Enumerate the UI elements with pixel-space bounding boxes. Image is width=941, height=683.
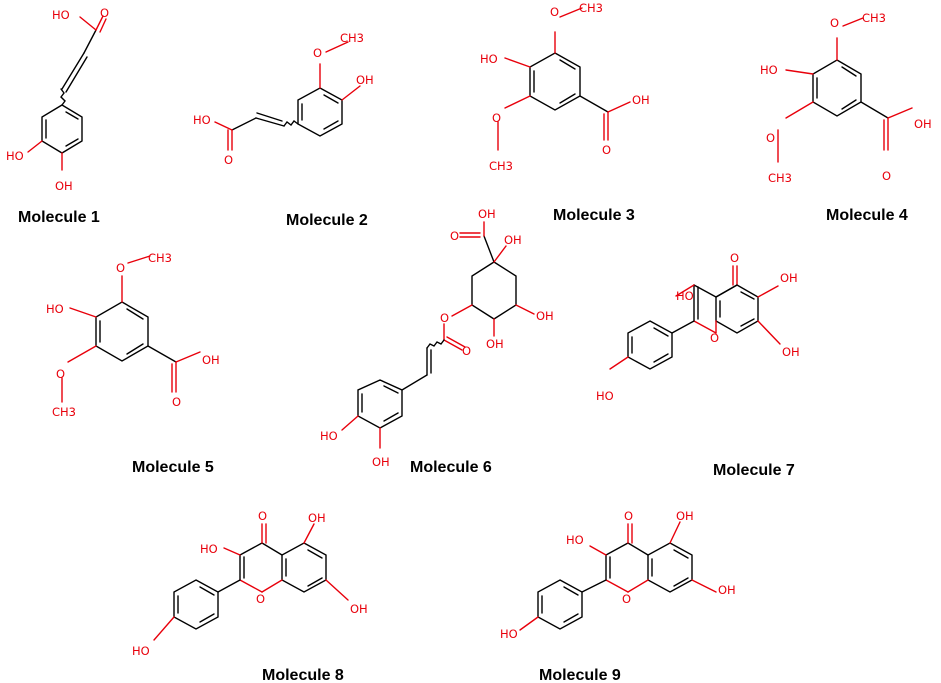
atom-label-o: O [710,331,719,345]
atom-label-ch3: CH3 [148,251,172,265]
atom-label-oh: OH [372,455,390,469]
atom-label-oh: OH [486,337,504,351]
atom-label-o: O [602,143,611,157]
atom-label-o: O [766,131,775,145]
atom-label-o: O [830,16,839,30]
atom-label-oh: OH [780,271,798,285]
atom-label-ch3: CH3 [579,1,603,15]
atom-label-ch3: CH3 [340,31,364,45]
molecule-5-structure: O CH3 HO O CH3 OH O [46,251,220,419]
atom-label-oh: OH [676,509,694,523]
atom-label-ho: HO [596,389,614,403]
molecule-6-caption: Molecule 6 [410,459,492,476]
atom-label-ho: HO [760,63,778,77]
molecule-4-structure: O CH3 HO O CH3 OH O [760,11,932,185]
molecule-2-structure: O CH3 OH HO O [193,31,374,167]
atom-label-o: O [492,111,501,125]
molecule-3-caption: Molecule 3 [553,207,635,224]
atom-label-ho: HO [566,533,584,547]
atom-label-oh: OH [536,309,554,323]
atom-label-o: O [224,153,233,167]
atom-label-ch3: CH3 [489,159,513,173]
molecule-7-caption: Molecule 7 [713,462,795,479]
atom-label-ho: HO [480,52,498,66]
atom-label-oh: OH [308,511,326,525]
atom-label-ho: HO [193,113,211,127]
atom-label-o: O [624,509,633,523]
atom-label-ho: HO [6,149,24,163]
atom-label-oh: OH [632,93,650,107]
atom-label-o: O [550,5,559,19]
atom-label-oh: OH [55,179,73,193]
atom-label-o: O [116,261,125,275]
atom-label-ch3: CH3 [768,171,792,185]
molecule-6-structure: OH O OH OH OH O O HO OH [320,207,554,469]
molecule-5-caption: Molecule 5 [132,459,214,476]
molecule-2-caption: Molecule 2 [286,212,368,229]
atom-label-o: O [622,592,631,606]
atom-label-o: O [440,311,449,325]
atom-label-oh: OH [478,207,496,221]
atom-label-ho: HO [500,627,518,641]
atom-label-o: O [450,229,459,243]
atom-label-oh: OH [350,602,368,616]
atom-label-oh: OH [718,583,736,597]
molecule-1-caption: Molecule 1 [18,209,100,226]
atom-label-ho: HO [46,302,64,316]
atom-label-ch3: CH3 [862,11,886,25]
atom-label-ho: HO [676,289,694,303]
atom-label-o: O [730,251,739,265]
atom-label-ho: HO [320,429,338,443]
atom-label-ho: HO [132,644,150,658]
molecule-9-structure: O OH HO O OH HO [500,509,736,641]
molecule-1-structure: HO O HO OH [6,6,109,193]
atom-label-oh: HO [52,8,70,22]
atom-label-o: O [256,592,265,606]
atom-label-o: O [313,46,322,60]
molecule-3-structure: O CH3 HO O CH3 OH O [480,1,650,173]
atom-label-o: O [172,395,181,409]
atom-label-o: O [882,169,891,183]
atom-label-oh: OH [202,353,220,367]
molecule-8-caption: Molecule 8 [262,667,344,683]
molecule-8-structure: O OH HO O OH HO [132,509,368,658]
molecule-9-caption: Molecule 9 [539,667,621,683]
atom-label-oh: OH [356,73,374,87]
atom-label-o: O [100,6,109,20]
atom-label-o: O [56,367,65,381]
atom-label-ho: HO [200,542,218,556]
atom-label-ch3: CH3 [52,405,76,419]
atom-label-oh: OH [914,117,932,131]
molecule-7-structure: O OH HO O OH HO [596,251,800,403]
atom-label-oh: OH [504,233,522,247]
atom-label-o: O [258,509,267,523]
molecule-4-caption: Molecule 4 [826,207,908,224]
atom-label-oh: OH [782,345,800,359]
atom-label-o: O [462,344,471,358]
